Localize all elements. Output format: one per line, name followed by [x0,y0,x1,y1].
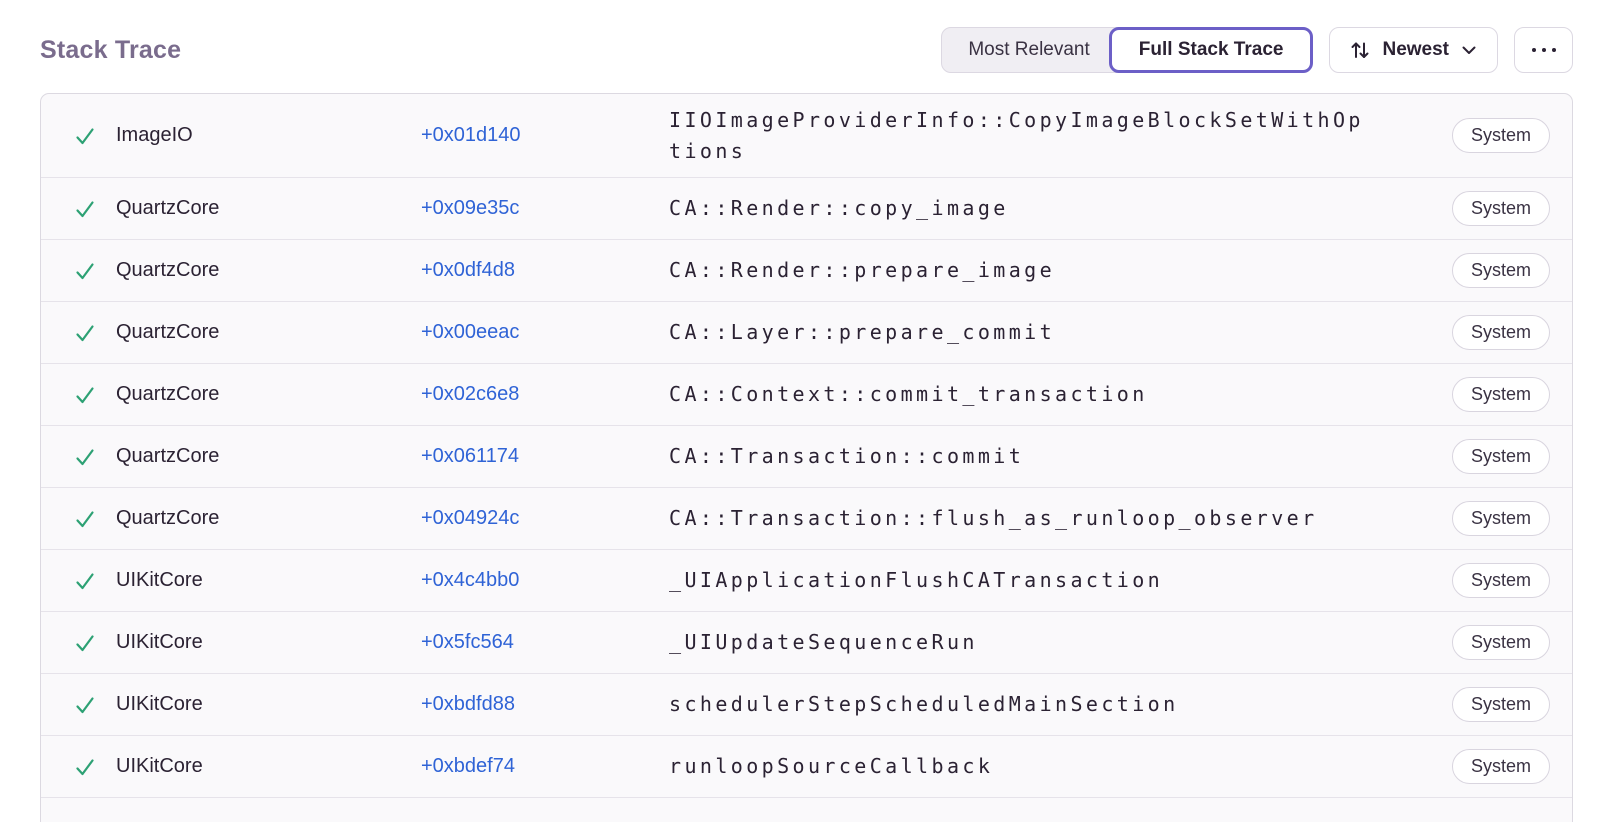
frame-address-link[interactable]: +0x04924c [421,507,520,529]
check-icon [73,693,97,717]
frame-address-link[interactable]: +0xbdef74 [421,755,515,777]
system-badge: System [1451,315,1550,350]
stack-frame-row[interactable]: QuartzCore +0x0df4d8 CA::Render::prepare… [41,240,1572,302]
check-icon [73,321,97,345]
frame-module: UIKitCore [116,755,203,777]
frame-function: _UIApplicationFlushCATransaction [669,568,1164,592]
stack-frame-row[interactable]: QuartzCore +0x02c6e8 CA::Context::commit… [41,364,1572,426]
frame-module: UIKitCore [116,569,203,591]
stack-frame-row[interactable]: QuartzCore +0x00eeac CA::Layer::prepare_… [41,302,1572,364]
stack-frame-row[interactable]: QuartzCore +0x061174 CA::Transaction::co… [41,426,1572,488]
frame-module: UIKitCore [116,631,203,653]
page-title: Stack Trace [40,35,182,64]
frame-address-link[interactable]: +0x00eeac [421,321,520,343]
frame-module: QuartzCore [116,197,220,219]
check-icon [73,124,97,148]
frame-address-link[interactable]: +0x02c6e8 [421,383,520,405]
frame-address-link[interactable]: +0x0df4d8 [421,259,515,281]
system-badge: System [1451,191,1550,226]
sort-arrows-icon [1349,39,1371,61]
check-icon [73,383,97,407]
frame-address-link[interactable]: +0x4c4bb0 [421,569,520,591]
check-icon [73,197,97,221]
stack-frame-row[interactable]: UIKitCore +0x5fc564 _UIUpdateSequenceRun… [41,612,1572,674]
frame-function: IIOImageProviderInfo::CopyImageBlockSetW… [669,107,1364,163]
check-icon [73,507,97,531]
frame-function: _UIUpdateSequenceRun [669,630,978,654]
system-badge: System [1451,377,1550,412]
frame-function: CA::Context::commit_transaction [669,382,1148,406]
frame-address-link[interactable]: +0x5fc564 [421,631,514,653]
frame-address-link[interactable]: +0x09e35c [421,197,520,219]
system-badge: System [1451,563,1550,598]
check-icon [73,755,97,779]
frame-function: CA::Render::copy_image [669,196,1009,220]
stack-frame-row[interactable]: UIKitCore +0xbdfd88 schedulerStepSchedul… [41,674,1572,736]
frame-module: QuartzCore [116,259,220,281]
check-icon [73,259,97,283]
chevron-down-icon [1460,41,1478,59]
system-badge: System [1451,118,1550,153]
frame-function: schedulerStepScheduledMainSection [669,692,1179,716]
system-badge: System [1451,439,1550,474]
header-controls: Most Relevant Full Stack Trace Newest [941,27,1573,73]
system-badge: System [1451,687,1550,722]
stack-frame-row-partial [41,798,1572,822]
frame-module: QuartzCore [116,383,220,405]
more-options-button[interactable] [1514,27,1573,73]
toggle-most-relevant[interactable]: Most Relevant [941,27,1117,73]
frame-module: QuartzCore [116,321,220,343]
system-badge: System [1451,253,1550,288]
frame-address-link[interactable]: +0x01d140 [421,124,521,146]
frame-function: CA::Layer::prepare_commit [669,320,1056,344]
frame-module: UIKitCore [116,693,203,715]
ellipsis-icon [1531,47,1557,53]
frame-address-link[interactable]: +0xbdfd88 [421,693,515,715]
frame-module: QuartzCore [116,507,220,529]
system-badge: System [1451,625,1550,660]
sort-button-label: Newest [1382,39,1449,60]
frame-address-link[interactable]: +0x061174 [421,445,520,467]
check-icon [73,569,97,593]
frame-function: CA::Transaction::commit [669,444,1025,468]
frame-function: runloopSourceCallback [669,754,994,778]
stack-frame-row[interactable]: ImageIO +0x01d140 IIOImageProviderInfo::… [41,94,1572,178]
stack-frame-row[interactable]: UIKitCore +0x4c4bb0 _UIApplicationFlushC… [41,550,1572,612]
frame-module: ImageIO [116,124,193,146]
stack-trace-table: ImageIO +0x01d140 IIOImageProviderInfo::… [40,93,1573,822]
view-toggle: Most Relevant Full Stack Trace [941,27,1314,73]
stack-trace-header: Stack Trace Most Relevant Full Stack Tra… [40,27,1573,73]
system-badge: System [1451,749,1550,784]
stack-frame-row[interactable]: UIKitCore +0xbdef74 runloopSourceCallbac… [41,736,1572,798]
sort-newest-button[interactable]: Newest [1329,27,1498,73]
frame-function: CA::Transaction::flush_as_runloop_observ… [669,506,1318,530]
check-icon [73,631,97,655]
toggle-full-stack-trace[interactable]: Full Stack Trace [1108,27,1314,73]
stack-frame-row[interactable]: QuartzCore +0x04924c CA::Transaction::fl… [41,488,1572,550]
stack-frame-row[interactable]: QuartzCore +0x09e35c CA::Render::copy_im… [41,178,1572,240]
system-badge: System [1451,501,1550,536]
check-icon [73,445,97,469]
frame-module: QuartzCore [116,445,220,467]
frame-function: CA::Render::prepare_image [669,258,1056,282]
